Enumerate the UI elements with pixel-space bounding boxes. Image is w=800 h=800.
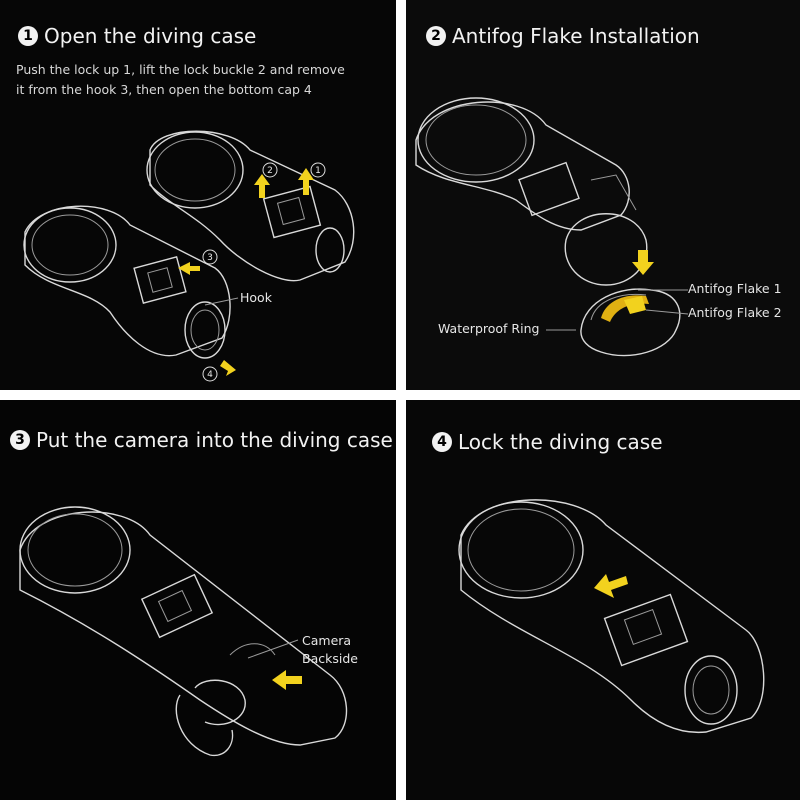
insert-arrow-icon bbox=[272, 670, 302, 690]
waterproof-ring-label: Waterproof Ring bbox=[438, 321, 540, 336]
diving-case-closed bbox=[146, 130, 355, 282]
step1-title-text: Open the diving case bbox=[44, 24, 257, 48]
callout-1: 1 bbox=[310, 162, 326, 178]
svg-text:4: 4 bbox=[207, 370, 213, 380]
step1-title: 1 Open the diving case bbox=[18, 24, 256, 48]
step2-title-text: Antifog Flake Installation bbox=[452, 24, 700, 48]
step3-panel: 3 Put the camera into the diving case Ca… bbox=[0, 400, 396, 800]
svg-text:3: 3 bbox=[207, 253, 213, 263]
arrow-1-icon bbox=[298, 168, 314, 195]
step2-panel: 2 Antifog Flake Installation Antifog Fla… bbox=[406, 0, 800, 390]
camera-backside-label: Camera Backside bbox=[302, 632, 358, 668]
svg-text:1: 1 bbox=[315, 166, 321, 176]
diving-case-locked bbox=[458, 499, 765, 734]
callout-3: 3 bbox=[202, 249, 218, 265]
step3-number-badge: 3 bbox=[10, 430, 30, 450]
hook-label: Hook bbox=[240, 290, 272, 305]
arrow-2-icon bbox=[254, 174, 270, 198]
svg-text:2: 2 bbox=[267, 166, 273, 176]
step3-illustration bbox=[19, 506, 348, 757]
step3-title-text: Put the camera into the diving case bbox=[36, 428, 393, 452]
antifog-flake-2-label: Antifog Flake 2 bbox=[688, 305, 782, 320]
arrow-3-icon bbox=[178, 262, 200, 275]
step4-title: 4 Lock the diving case bbox=[432, 430, 663, 454]
bottom-cap bbox=[580, 288, 681, 357]
step2-number-badge: 2 bbox=[426, 26, 446, 46]
callout-2: 2 bbox=[262, 162, 278, 178]
diving-case-body bbox=[415, 97, 648, 286]
down-arrow-icon bbox=[632, 250, 654, 275]
arrow-4-icon bbox=[220, 360, 236, 376]
step1-illustration: 1 2 3 4 bbox=[23, 130, 355, 382]
camera-label-line1: Camera bbox=[302, 633, 352, 648]
diving-case-open bbox=[23, 205, 231, 359]
step2-title: 2 Antifog Flake Installation bbox=[426, 24, 700, 48]
step4-title-text: Lock the diving case bbox=[458, 430, 663, 454]
callout-4: 4 bbox=[202, 366, 218, 382]
step2-illustration bbox=[415, 97, 689, 357]
diving-case-with-camera bbox=[19, 506, 348, 757]
antifog-flake-1 bbox=[624, 296, 646, 314]
antifog-flake-1-label: Antifog Flake 1 bbox=[688, 281, 782, 296]
step4-number-badge: 4 bbox=[432, 432, 452, 452]
step4-panel: 4 Lock the diving case bbox=[406, 400, 800, 800]
lock-arrow-icon bbox=[594, 574, 628, 598]
step4-illustration bbox=[458, 499, 765, 734]
camera-label-line2: Backside bbox=[302, 651, 358, 666]
step1-number-badge: 1 bbox=[18, 26, 38, 46]
step1-panel: 1 Open the diving case Push the lock up … bbox=[0, 0, 396, 390]
step3-title: 3 Put the camera into the diving case bbox=[10, 428, 393, 452]
step1-description: Push the lock up 1, lift the lock buckle… bbox=[16, 62, 345, 97]
